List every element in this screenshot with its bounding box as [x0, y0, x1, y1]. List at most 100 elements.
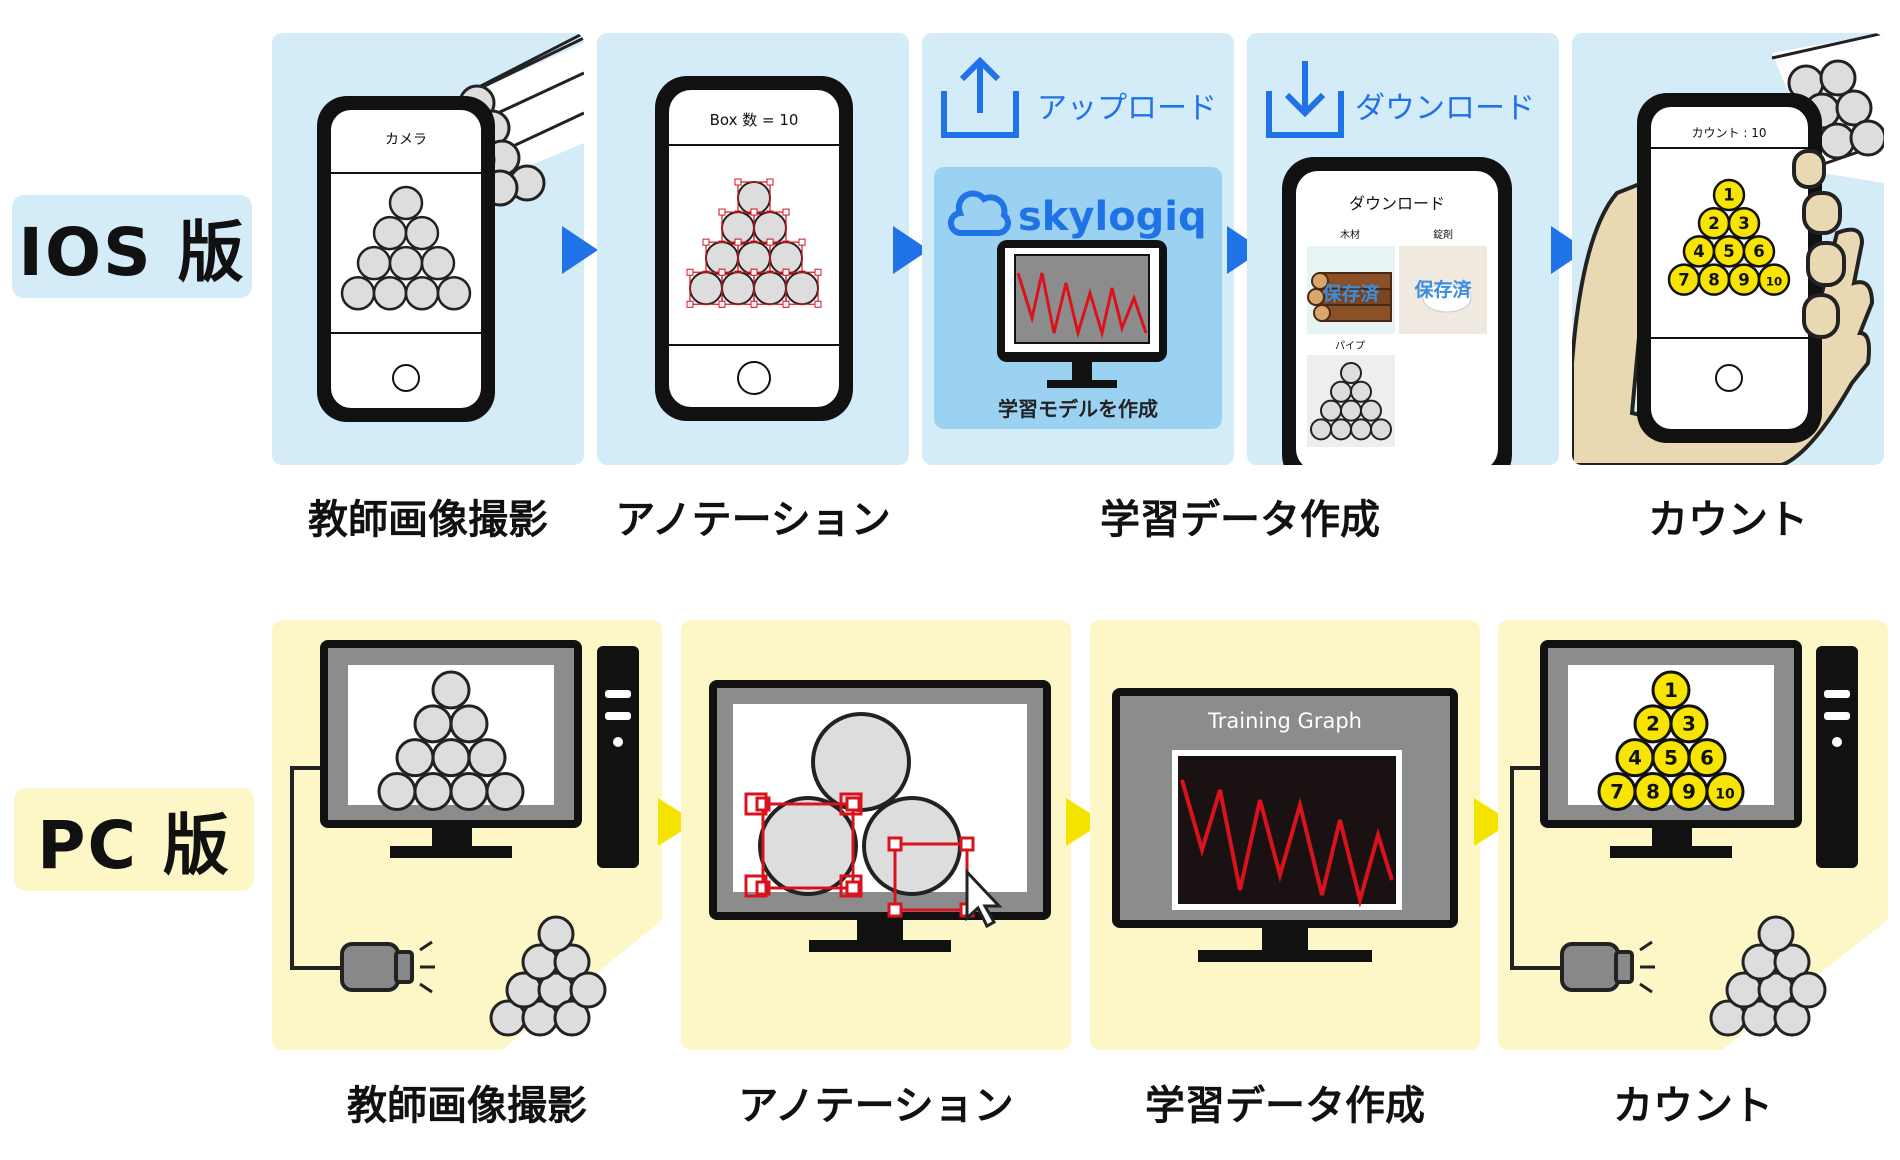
- count-number: 9: [1682, 780, 1696, 803]
- webcam-icon: [340, 940, 435, 994]
- log: [1330, 418, 1352, 441]
- bbox-handle: [702, 238, 710, 246]
- bounding-box: [785, 271, 819, 305]
- bbox-handle: [718, 300, 726, 308]
- bbox-handle: [686, 268, 694, 276]
- download-label: ダウンロード: [1355, 91, 1535, 126]
- ios-step-training: 学習データ作成: [1100, 497, 1380, 543]
- log-pile-icon: [1709, 915, 1888, 1050]
- count-number: 2: [1646, 713, 1660, 736]
- bbox-handle: [766, 178, 774, 186]
- pc-row-label: PC 版: [14, 788, 254, 891]
- webcam-icon: [1560, 940, 1655, 994]
- log: [485, 772, 525, 812]
- log: [431, 738, 471, 778]
- log-triangle: [340, 185, 472, 311]
- count-number: 1: [1664, 679, 1678, 702]
- log: [377, 772, 417, 812]
- download-title: ダウンロード: [1349, 194, 1445, 213]
- count-number: 4: [1628, 747, 1642, 770]
- log: [753, 271, 787, 306]
- bbox-handle: [814, 300, 822, 308]
- upload-icon: [941, 56, 1019, 138]
- count-number: 3: [1738, 214, 1749, 233]
- saved-badge: 保存済: [1413, 278, 1472, 301]
- log: [689, 271, 723, 306]
- training-graph-title: Training Graph: [1207, 709, 1362, 733]
- ios-capture-panel: カメラ: [272, 33, 584, 465]
- log: [1320, 399, 1342, 422]
- log: [404, 215, 440, 251]
- count-number: 3: [1682, 713, 1696, 736]
- log: [721, 271, 755, 306]
- log: [413, 704, 453, 744]
- upload-label: アップロード: [1037, 91, 1217, 126]
- count-number: 7: [1678, 270, 1689, 289]
- bbox-handle: [766, 238, 774, 246]
- ios-annotation-panel: Box 数 = 10: [597, 33, 909, 465]
- bbox-handle: [782, 208, 790, 216]
- log: [785, 271, 819, 306]
- pc-capture-panel: [272, 620, 662, 1050]
- dl-item-wood-name: 木材: [1340, 228, 1360, 241]
- count-number: 10: [1766, 274, 1782, 288]
- bbox-handle: [814, 268, 822, 276]
- log: [420, 245, 456, 281]
- pc-annotation-panel: [681, 620, 1071, 1050]
- bbox-handle: [734, 238, 742, 246]
- pc-training-panel: Training Graph: [1090, 620, 1480, 1050]
- pipe-pile-icon: [1310, 362, 1392, 441]
- bbox-handle: [718, 268, 726, 276]
- count-number: 4: [1693, 242, 1704, 261]
- log: [395, 738, 435, 778]
- box-count: Box 数 = 10: [710, 111, 799, 129]
- ios-download-panel: ダウンロード 木材 錠剤 保存済 保存済 パイプ ダウンロード: [1247, 33, 1559, 465]
- flow-arrow: [562, 226, 598, 274]
- saved-badge: 保存済: [1321, 282, 1380, 305]
- log: [449, 704, 489, 744]
- counted-log: [1742, 235, 1776, 268]
- bbox-handle: [750, 208, 758, 216]
- counted-log: [1687, 738, 1727, 778]
- log: [467, 738, 507, 778]
- count-number: 1: [1723, 186, 1734, 205]
- count-number: 5: [1723, 242, 1734, 261]
- log: [404, 275, 440, 311]
- annotated-log-triangle: [686, 178, 822, 308]
- bbox-handle: [750, 300, 758, 308]
- bounding-box-selected: [744, 792, 863, 898]
- ios-upload-panel: skylogiq 学習モデルを作成 アップロード: [922, 33, 1234, 465]
- bbox-handle: [734, 178, 742, 186]
- log: [413, 772, 453, 812]
- log: [1340, 399, 1362, 422]
- dl-item-pipe-name: パイプ: [1335, 340, 1365, 352]
- count-title: カウント : 10: [1692, 126, 1767, 140]
- log: [436, 275, 472, 311]
- count-number: 9: [1738, 270, 1749, 289]
- count-number: 6: [1753, 242, 1764, 261]
- pc-step-capture: 教師画像撮影: [347, 1083, 587, 1129]
- log: [372, 275, 408, 311]
- bbox-handle: [782, 300, 790, 308]
- log: [1360, 399, 1382, 422]
- log: [449, 772, 489, 812]
- count-number: 10: [1715, 786, 1735, 802]
- log: [372, 215, 408, 251]
- log: [388, 185, 424, 221]
- pc-step-annotation: アノテーション: [738, 1083, 1014, 1129]
- log: [1330, 380, 1352, 403]
- bbox-handle: [750, 268, 758, 276]
- bbox-handle: [686, 300, 694, 308]
- log: [340, 275, 376, 311]
- counted-log: [1727, 206, 1761, 240]
- log: [356, 245, 392, 281]
- bbox-handle: [782, 268, 790, 276]
- count-number: 8: [1708, 270, 1719, 289]
- log: [1350, 418, 1372, 441]
- log: [1350, 380, 1372, 403]
- log-pile-icon: [489, 915, 662, 1050]
- counted-log: [1651, 670, 1691, 710]
